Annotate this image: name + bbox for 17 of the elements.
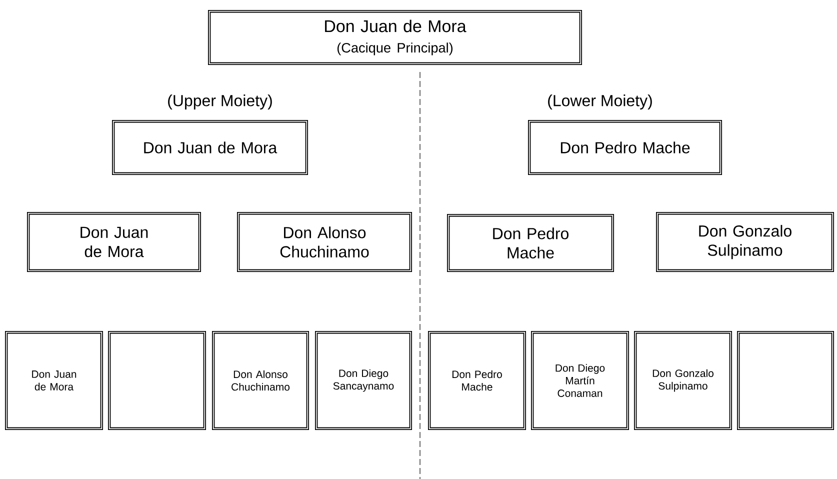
name-box: Don Gonzalo Sulpinamo [656, 212, 834, 272]
name-box: Don Pedro Mache [447, 214, 614, 272]
moiety-label: (Upper Moiety) [168, 94, 272, 110]
name-box: Don Pedro Mache [528, 120, 722, 175]
name-box: Don Juan de Mora [5, 331, 103, 430]
name-box: Don Juan de Mora (Cacique Principal) [208, 10, 582, 65]
name-box: Don Alonso Chuchinamo [212, 331, 309, 430]
name-box: Don Gonzalo Sulpinamo [634, 331, 732, 430]
name-box: Don Pedro Mache [428, 331, 526, 430]
moiety-label: (Lower Moiety) [548, 94, 652, 110]
name-box: Don Diego Martín Conaman [531, 331, 629, 430]
empty-box [737, 331, 834, 430]
name-box: Don Diego Sancaynamo [315, 331, 412, 430]
empty-box [108, 331, 206, 430]
name-box: Don Juan de Mora [112, 120, 308, 175]
name-box: Don Juan de Mora [27, 212, 201, 272]
name-box: Don Alonso Chuchinamo [237, 212, 412, 272]
